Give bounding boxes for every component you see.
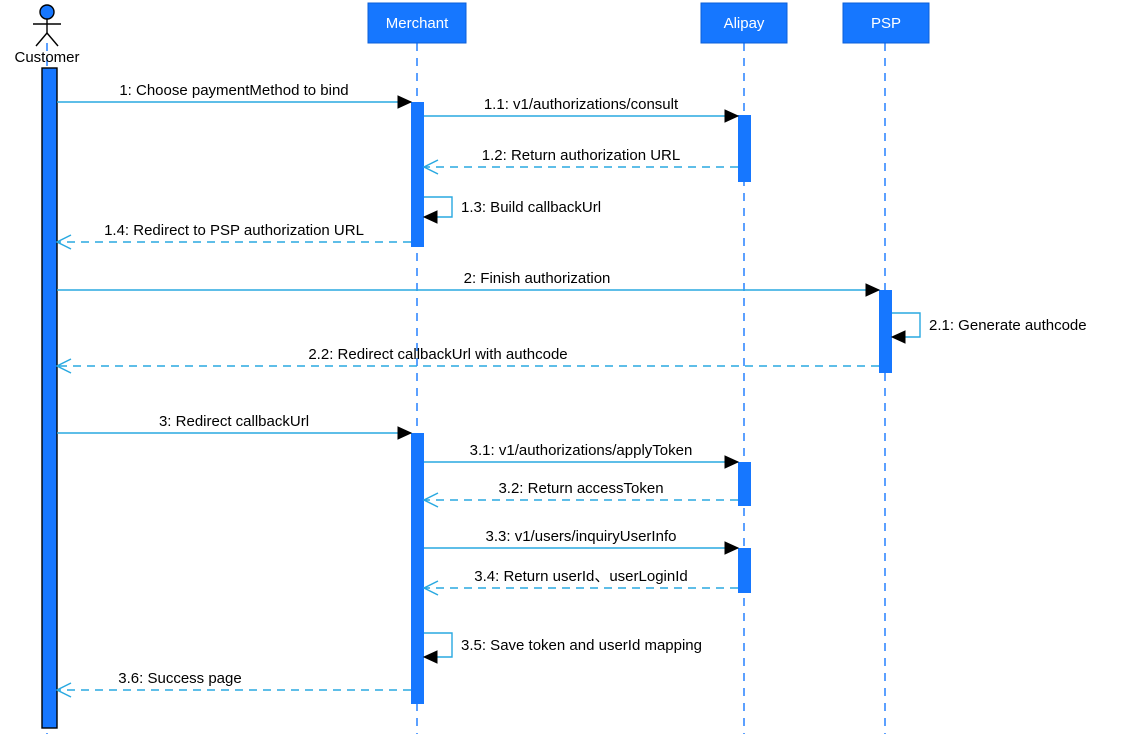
actor-box [367, 2, 467, 44]
actor-box [700, 2, 788, 44]
message-label: 2: Finish authorization [464, 270, 611, 287]
actor-label: Alipay [724, 15, 765, 32]
actor-merchant [367, 2, 467, 44]
activation-bar-merchant [411, 433, 424, 704]
message-15 [55, 682, 411, 698]
arrowhead-filled [422, 210, 438, 224]
actor-leg-right [46, 32, 59, 47]
arrowhead-open [422, 580, 439, 596]
actor-customer [33, 4, 61, 47]
message-label: 3.6: Success page [118, 670, 241, 687]
activation-bar-merchant [411, 102, 424, 247]
message-label: 1: Choose paymentMethod to bind [119, 82, 348, 99]
message-label: 1.4: Redirect to PSP authorization URL [104, 222, 364, 239]
message-8 [55, 358, 879, 374]
self-call-loop [424, 632, 453, 658]
arrowhead-open [55, 682, 72, 698]
message-14 [422, 632, 453, 664]
self-call-loop [892, 312, 921, 338]
actor-alipay [700, 2, 788, 44]
person-actor-icon [33, 4, 61, 47]
activation-bar-alipay [738, 115, 751, 182]
actor-label: Merchant [386, 15, 449, 32]
message-label: 2.1: Generate authcode [929, 317, 1087, 334]
message-12 [424, 541, 740, 555]
message-label: 3.1: v1/authorizations/applyToken [470, 442, 693, 459]
arrowhead-open [422, 492, 439, 508]
actor-psp [842, 2, 930, 44]
arrowhead-open [422, 159, 439, 175]
arrowhead-filled [724, 455, 740, 469]
actor-head [39, 4, 55, 20]
arrowhead-open [55, 234, 72, 250]
message-label: 1.3: Build callbackUrl [461, 199, 601, 216]
actor-leg-left [35, 32, 48, 47]
message-10 [424, 455, 740, 469]
arrowhead-filled [724, 541, 740, 555]
message-label: 2.2: Redirect callbackUrl with authcode [308, 346, 567, 363]
message-label: 3: Redirect callbackUrl [159, 413, 309, 430]
message-label: 3.2: Return accessToken [498, 480, 663, 497]
activation-bar-customer [41, 67, 58, 729]
message-13 [422, 580, 738, 596]
arrowhead-filled [422, 650, 438, 664]
arrowhead-filled [724, 109, 740, 123]
arrowhead-filled [397, 95, 413, 109]
arrowhead-open [55, 358, 72, 374]
arrowhead-filled [890, 330, 906, 344]
message-4 [422, 196, 453, 224]
message-label: 3.5: Save token and userId mapping [461, 637, 702, 654]
message-9 [57, 426, 413, 440]
arrowhead-filled [865, 283, 881, 297]
message-label: 1.2: Return authorization URL [482, 147, 680, 164]
message-label: 3.3: v1/users/inquiryUserInfo [486, 528, 677, 545]
message-6 [57, 283, 881, 297]
message-2 [424, 109, 740, 123]
arrowhead-filled [397, 426, 413, 440]
message-11 [422, 492, 738, 508]
actor-label: Customer [14, 49, 79, 66]
self-call-loop [424, 196, 453, 218]
message-7 [890, 312, 921, 344]
message-label: 1.1: v1/authorizations/consult [484, 96, 679, 113]
message-1 [57, 95, 413, 109]
actor-label: PSP [871, 15, 901, 32]
actor-box [842, 2, 930, 44]
activation-bar-psp [879, 290, 892, 373]
message-label: 3.4: Return userId、userLoginId [474, 568, 687, 585]
activation-bar-alipay [738, 548, 751, 593]
message-5 [55, 234, 411, 250]
activation-bar-alipay [738, 462, 751, 506]
message-3 [422, 159, 738, 175]
